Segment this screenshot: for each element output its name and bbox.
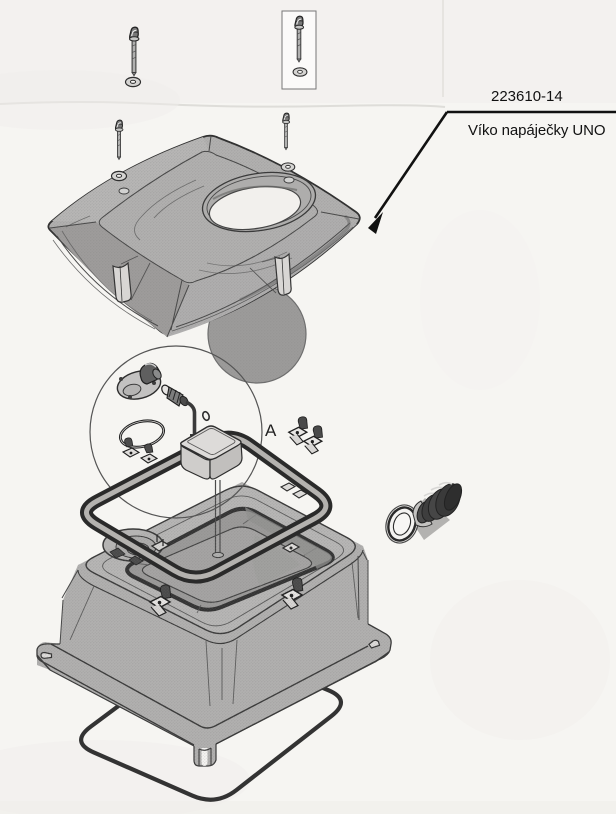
svg-text:A: A [265, 421, 277, 440]
svg-text:Víko napáječky UNO: Víko napáječky UNO [468, 122, 605, 139]
svg-text:223610-14: 223610-14 [491, 88, 563, 105]
